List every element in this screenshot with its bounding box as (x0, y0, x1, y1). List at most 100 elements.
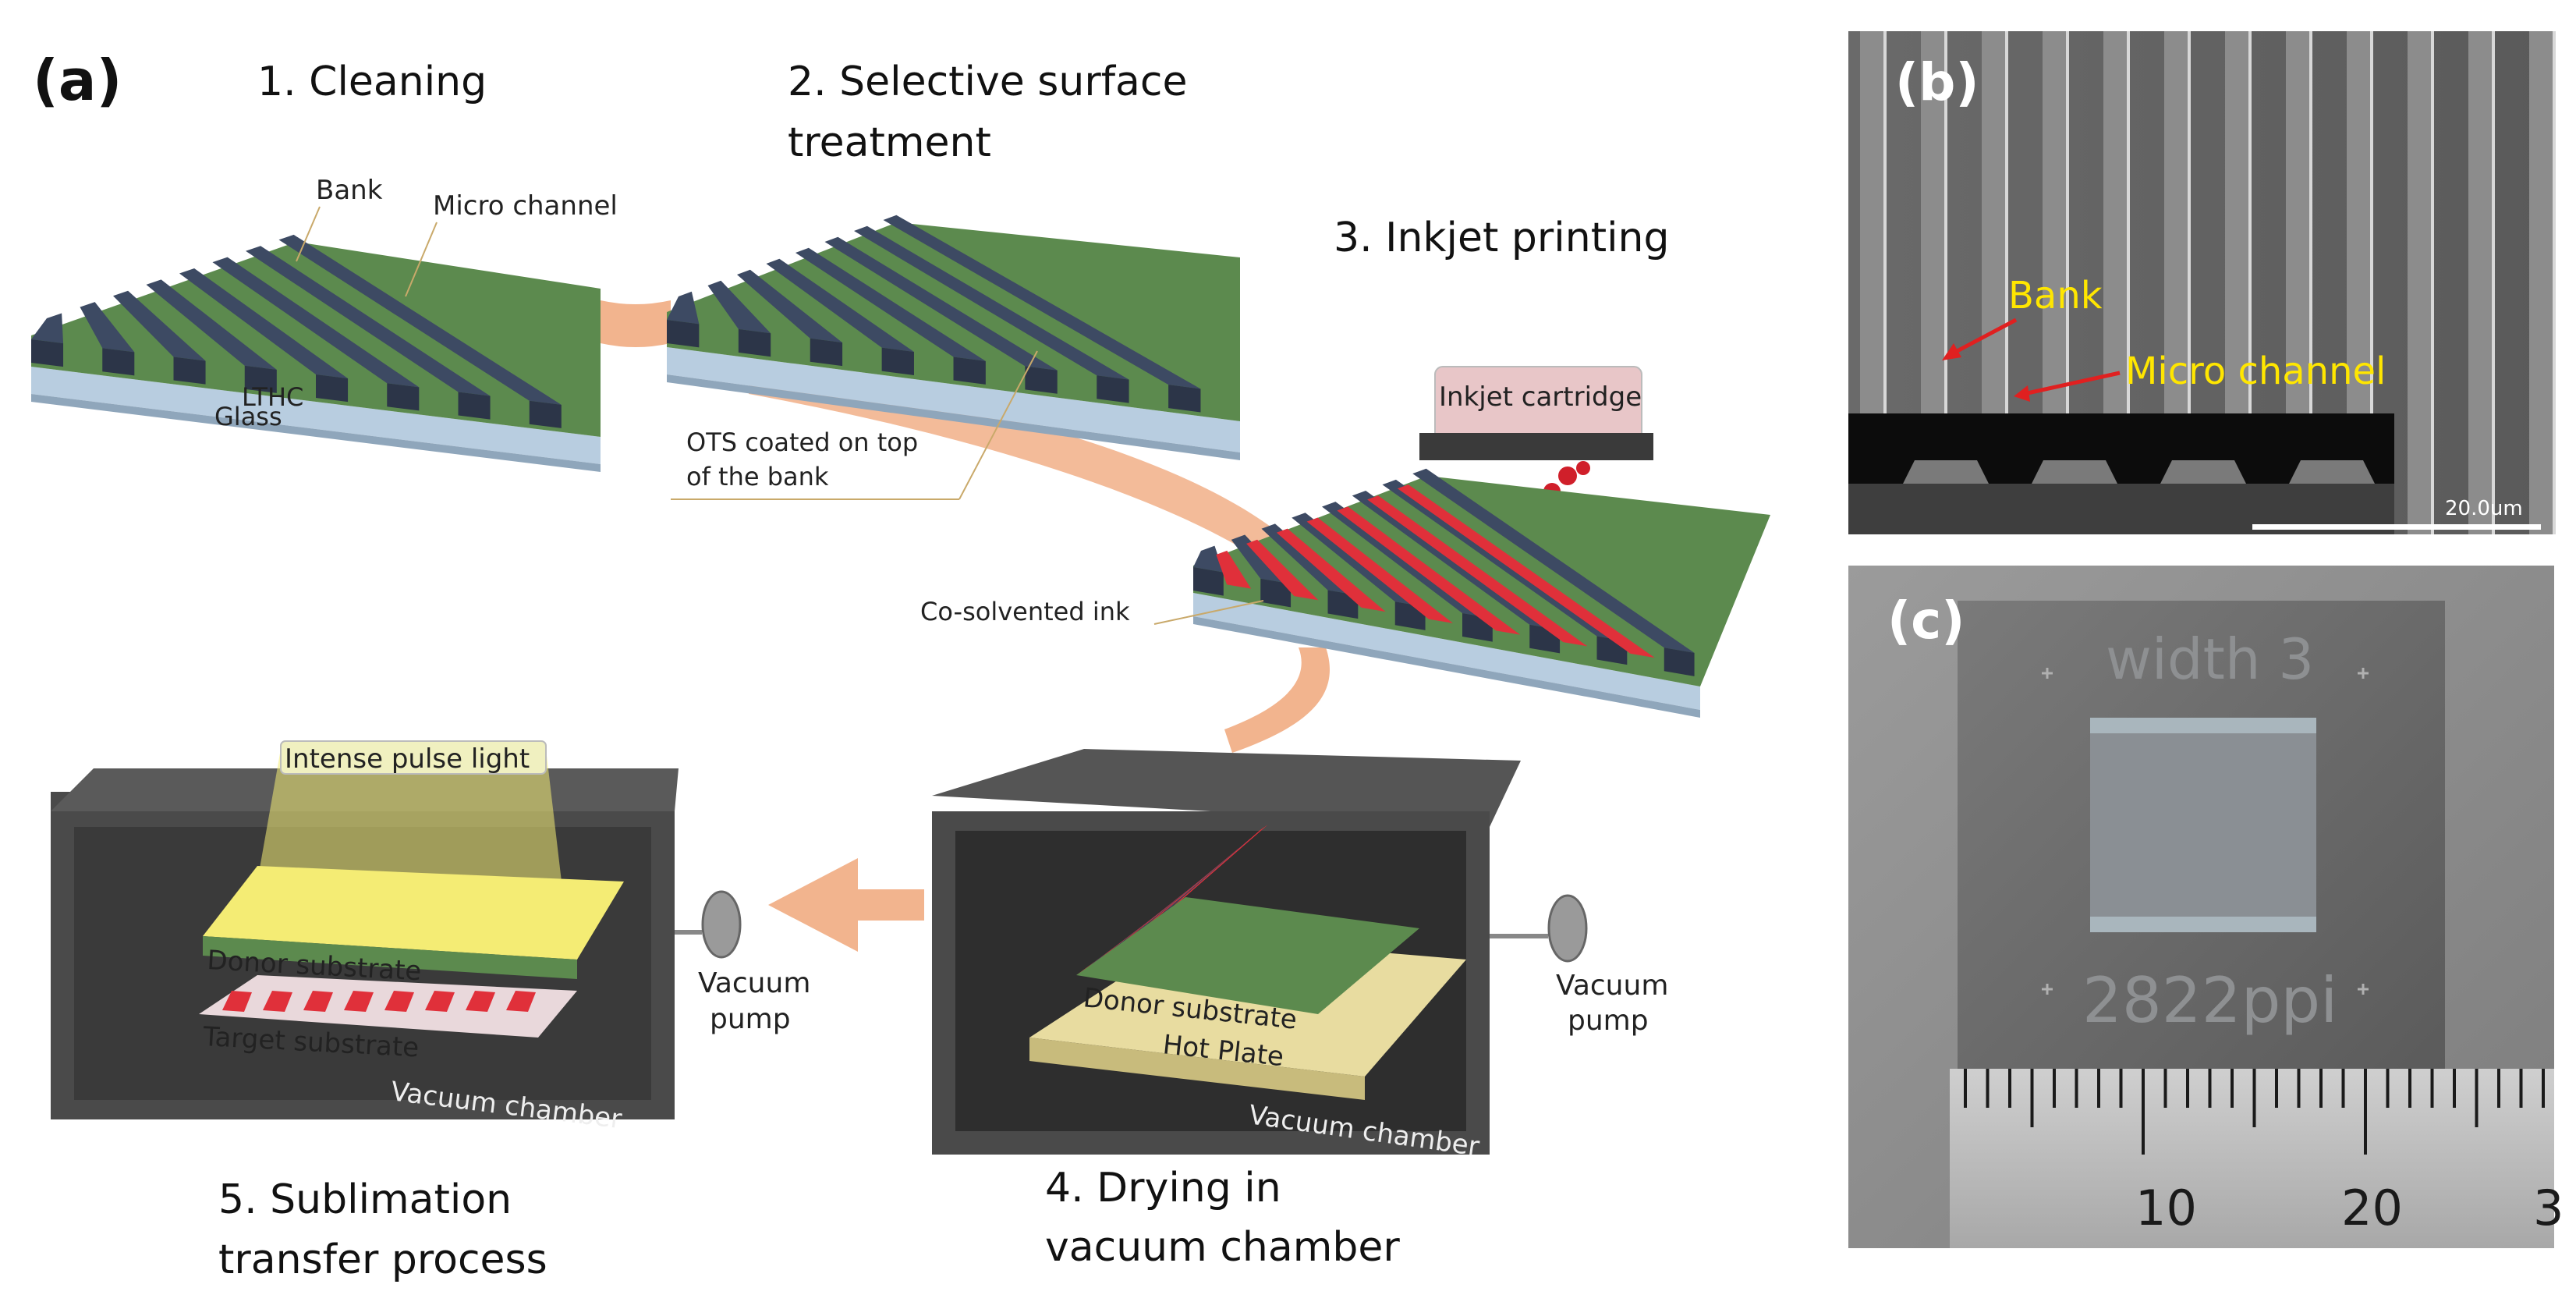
chip-stripe-top (2090, 718, 2316, 733)
ots-label-line1: OTS coated on top (686, 427, 918, 457)
step4-title-line2: vacuum chamber (1045, 1224, 1400, 1271)
inkjet-cartridge-base (1419, 433, 1653, 460)
bank-stripe (1193, 545, 1224, 573)
bank-stripe-front (102, 348, 135, 376)
co-solvented-ink-label: Co-solvented ink (920, 597, 1130, 626)
bank-stripe-front (1097, 375, 1129, 403)
glass-front (1193, 616, 1700, 718)
ink-channel (1216, 550, 1252, 589)
bank-stripe (883, 215, 1201, 389)
sem-bank-edge (2248, 31, 2252, 534)
target-pixel (263, 991, 292, 1012)
arrow-3-to-4 (1224, 647, 1330, 753)
target-pixel (384, 991, 414, 1012)
ruler-label-10: 10 (2135, 1180, 2197, 1236)
bank-stripes (1193, 468, 1695, 676)
target-pixel (466, 991, 495, 1012)
sem-bank-arrow (1948, 318, 2018, 357)
bank-stripe (795, 247, 986, 361)
bank-stripe (824, 236, 1058, 371)
sem-channel-arrowhead (2014, 385, 2030, 402)
bank-stripe-front (387, 383, 420, 411)
bank-stripe-front (458, 392, 491, 420)
sem-cross-section-profile (1848, 460, 2394, 534)
step5-chamber: Intense pulse light Donor substrate Targ… (51, 740, 810, 1283)
chip-active-area (2090, 718, 2316, 928)
bank-stripe-front (316, 374, 349, 403)
bank-stripe-front (1168, 385, 1201, 413)
ruler-ticks (1964, 1069, 2545, 1155)
target-pixel-stripes (222, 991, 536, 1012)
sem-substrate (1848, 484, 2394, 534)
donor-substrate (203, 866, 624, 960)
bank-stripe-front (31, 339, 64, 367)
bank-stripe (113, 290, 206, 361)
step4-title-line1: 4. Drying in (1045, 1165, 1281, 1212)
vacuum-label: Vacuum (1556, 970, 1668, 1002)
glass-layer (667, 347, 1240, 452)
step2-title-line2: treatment (788, 119, 991, 166)
bank-stripe-front (738, 328, 771, 357)
sem-bank-edge (2127, 31, 2130, 534)
step1-substrate: 1. Cleaning Bank Micro channel LTHC Glas… (31, 59, 618, 472)
chamber-top (932, 749, 1521, 827)
bank-stripe (212, 257, 420, 388)
inkjet-cartridge-label: Inkjet cartridge (1439, 381, 1642, 413)
bank-stripe-front (244, 365, 277, 393)
micro-channel-label: Micro channel (433, 190, 618, 222)
bank-stripe-front (1025, 366, 1058, 394)
pump-label: pump (710, 1003, 791, 1035)
glass-layer (31, 367, 601, 464)
sem-bank-edge (2188, 31, 2191, 534)
sem-bank-arrowhead (1942, 343, 1961, 360)
vacuum-label: Vacuum (698, 967, 810, 999)
ink-channel (1276, 528, 1386, 612)
bank-stripe (766, 258, 914, 352)
ots-leader-diag (958, 350, 1038, 500)
sem-bank-line (2468, 31, 2492, 534)
sem-bank-edge (2492, 31, 2495, 534)
step2-substrate: 2. Selective surface treatment OTS coate… (667, 59, 1240, 500)
bank-stripe-front (810, 338, 843, 367)
bank-stripe-front (1664, 647, 1695, 676)
target-pixel (425, 991, 455, 1012)
panel-c: width 3 2822ppi (c) 10 20 3 (1848, 566, 2564, 1248)
ots-label-line2: of the bank (686, 462, 829, 491)
intense-pulse-light-lamp (280, 740, 547, 775)
bank-stripe-front (667, 320, 700, 348)
sem-bank-edge (2066, 31, 2069, 534)
bank-stripe (80, 302, 135, 353)
sem-bank-label: Bank (2008, 274, 2103, 318)
donor-substrate-front (203, 936, 577, 979)
ink-channel (1397, 484, 1655, 658)
ink-stripes (1076, 825, 1268, 975)
panel-b: (b) Bank Micro channel 20.0um (1848, 31, 2556, 534)
ink-leader (1153, 600, 1264, 625)
bank-stripe (707, 280, 771, 334)
bank-stripe (737, 269, 843, 343)
chip-alignment-marks (2042, 668, 2369, 995)
ruler-label-edge: 3 (2533, 1180, 2564, 1236)
chip-stripe-bottom (2090, 917, 2316, 932)
sem-micro-channel-label: Micro channel (2125, 349, 2386, 393)
bank-leader (296, 206, 321, 262)
intense-pulse-light-beam (257, 749, 562, 882)
ruler (1950, 1069, 2554, 1248)
ink-channel (1367, 495, 1588, 647)
target-pixel (344, 991, 374, 1012)
sem-bank-profile (2032, 460, 2117, 484)
panel-a: (a) 1. Cleaning Bank Micro channel LTHC … (31, 48, 1770, 1283)
bank-stripe (146, 279, 277, 370)
ruler-label-20: 20 (2341, 1180, 2403, 1236)
bank-stripes (667, 215, 1201, 413)
chip-bottom-text: 2822ppi (2082, 964, 2337, 1037)
bank-stripe-front (1260, 578, 1292, 608)
panel-a-label: (a) (33, 48, 122, 113)
step3-title: 3. Inkjet printing (1334, 215, 1670, 261)
ink-channel (1246, 539, 1319, 601)
sem-bank-edge (2553, 31, 2556, 534)
sem-bank-edge (2309, 31, 2312, 534)
lthc-label: LTHC (242, 382, 303, 412)
